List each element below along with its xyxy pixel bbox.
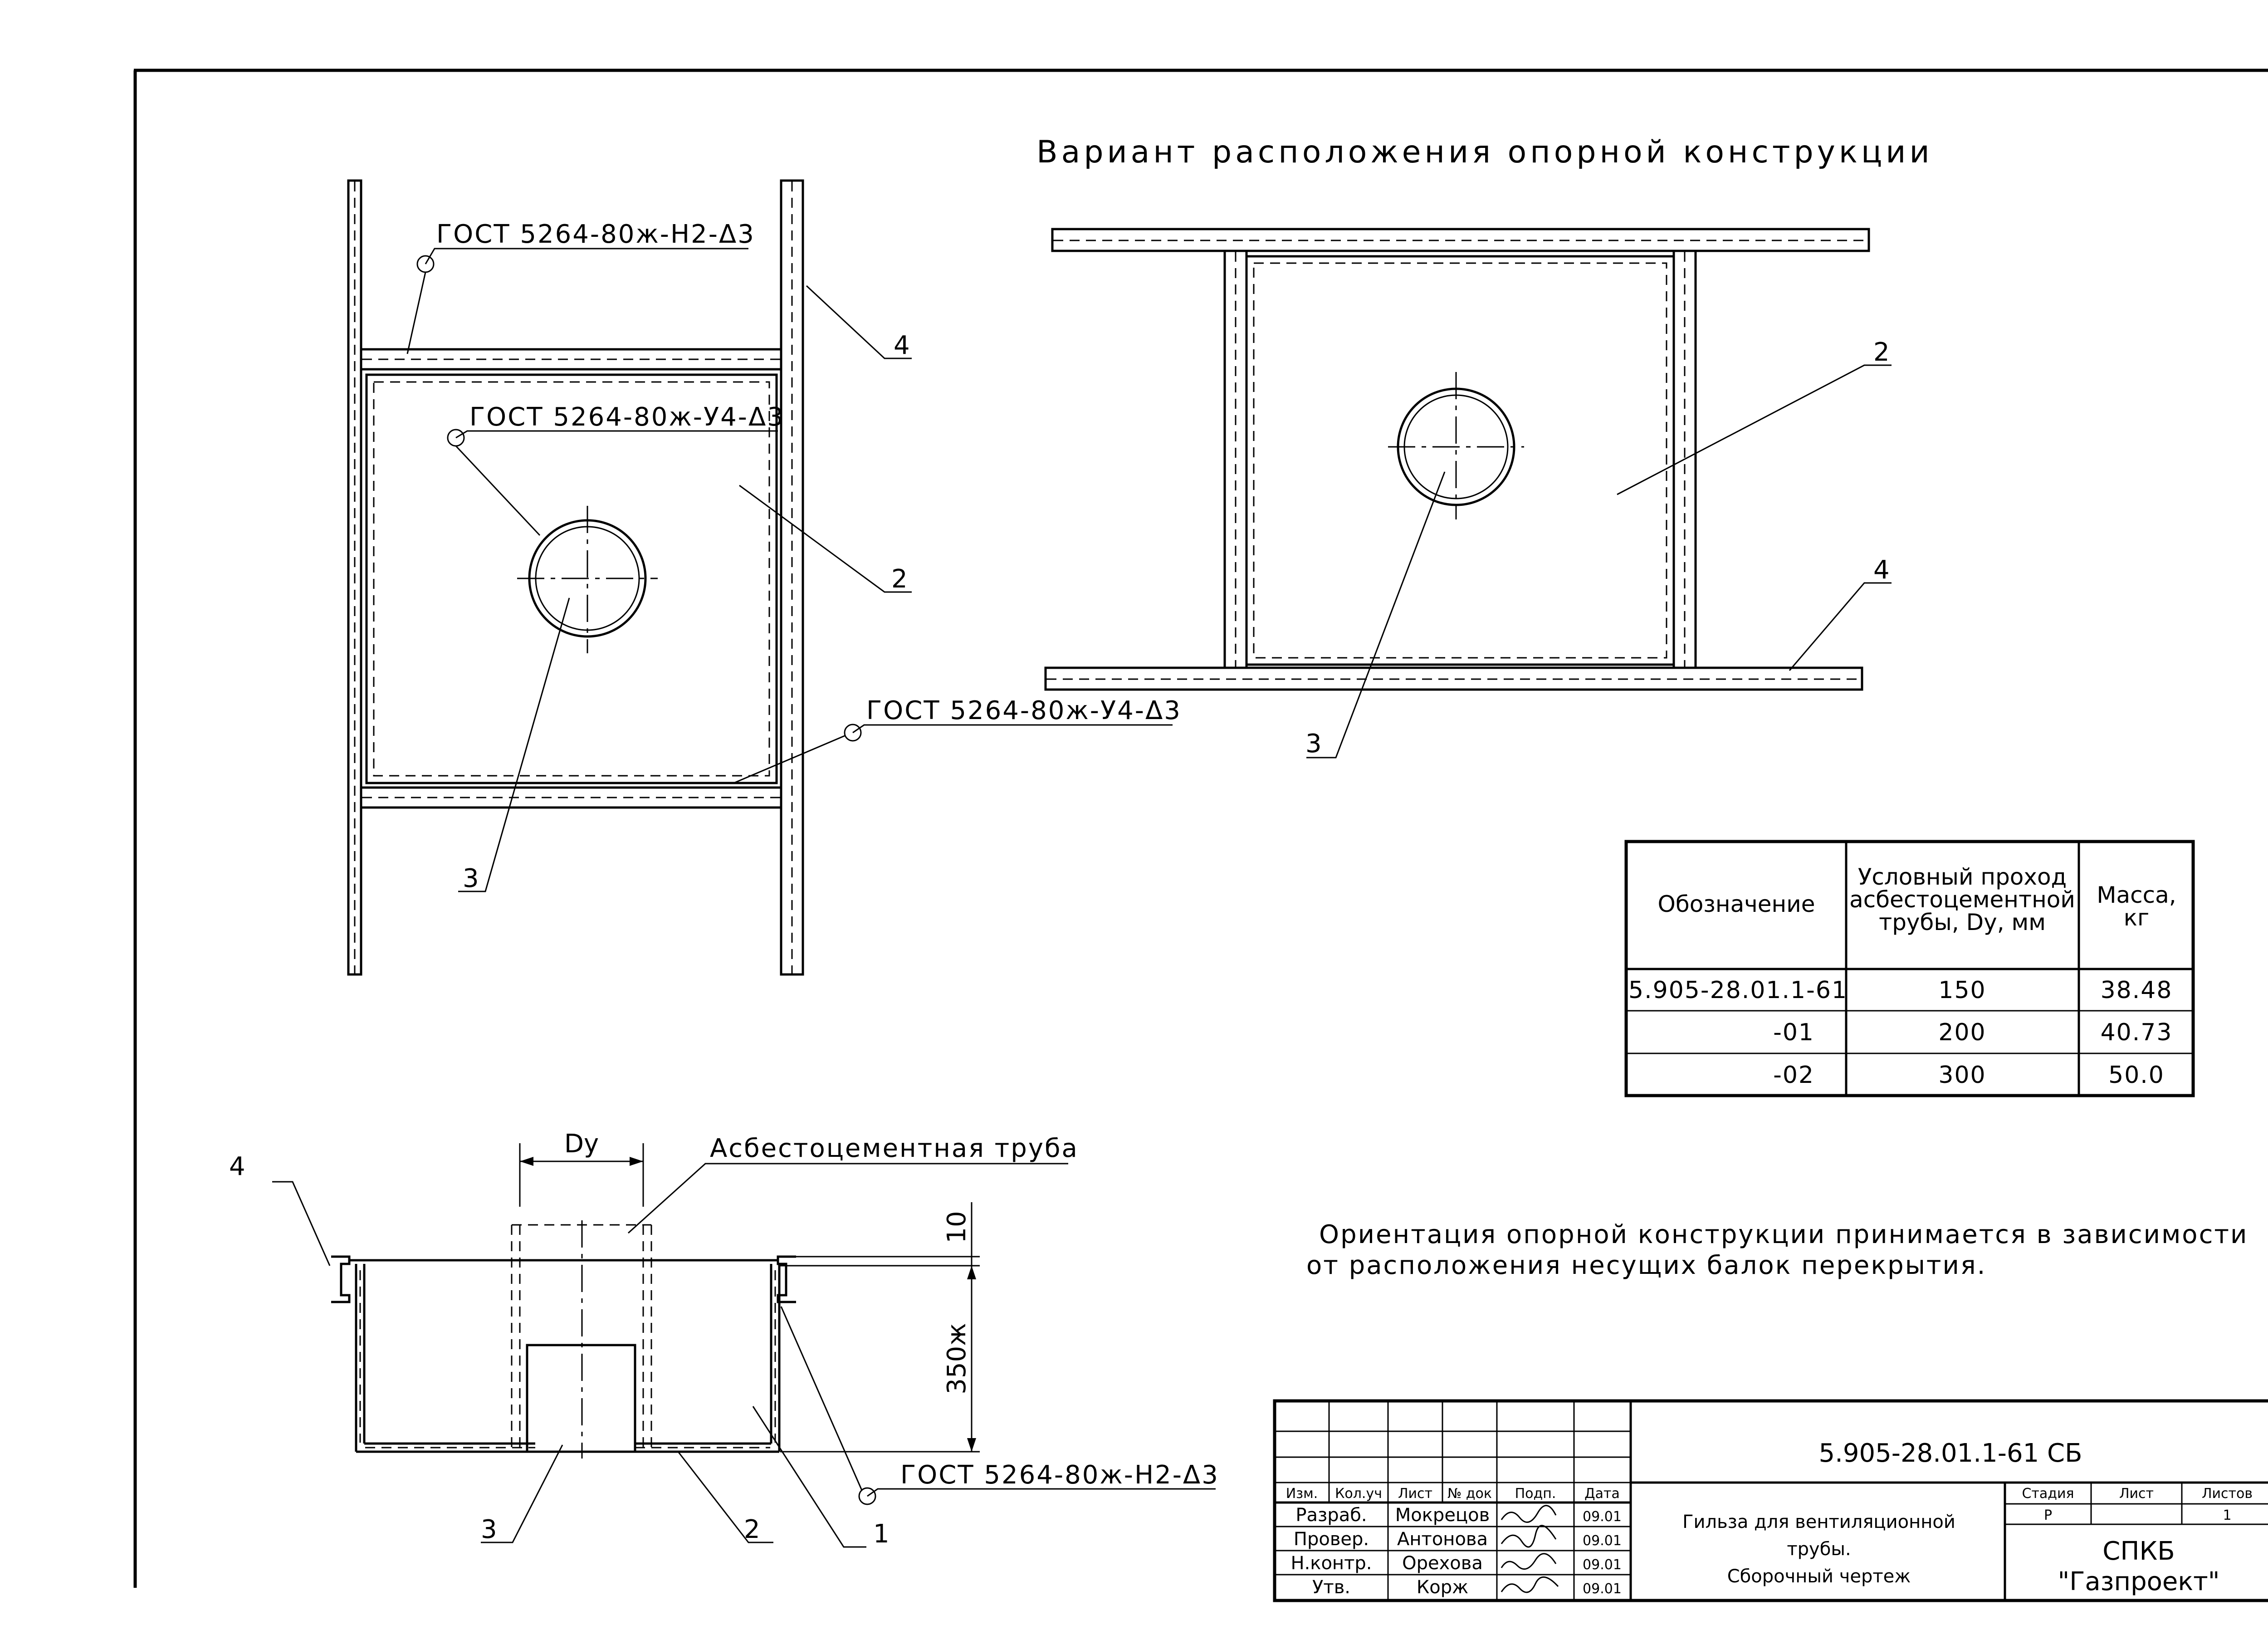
table-header-dy-2: асбестоцементной: [1849, 886, 2075, 913]
plan-pos-3: 3: [463, 864, 479, 893]
stamp-doc-line-1: Гильза для вентиляционной: [1682, 1512, 1955, 1532]
table-cell-dy-0: 150: [1938, 977, 1986, 1004]
table-header-designation: Обозначение: [1658, 891, 1815, 917]
stamp-date-3: 09.01: [1583, 1557, 1622, 1573]
stamp-role-2: Провер.: [1294, 1529, 1369, 1550]
table-cell-designation-1: -01: [1773, 1019, 1814, 1046]
table-cell-mass-1: 40.73: [2101, 1019, 2173, 1046]
table-cell-dy-1: 200: [1938, 1019, 1986, 1046]
stamp-sheets-value: 1: [2223, 1508, 2231, 1523]
stamp-col-izm: Изм.: [1286, 1486, 1318, 1502]
section-weld-label: ГОСТ 5264-80ж-Н2-Δ3: [900, 1460, 1219, 1490]
stamp-sheet-label: Лист: [2119, 1486, 2154, 1502]
stamp-col-podp: Подп.: [1515, 1486, 1556, 1502]
table-header-dy-1: Условный проход: [1858, 864, 2067, 890]
stamp-date-2: 09.01: [1583, 1533, 1622, 1549]
stamp-stage-label: Стадия: [2022, 1486, 2074, 1502]
stamp-code: 5.905-28.01.1-61 СБ: [1818, 1439, 2082, 1468]
sheet-frame: [133, 69, 2268, 1588]
stamp-org-line-2: "Газпроект": [2058, 1567, 2219, 1596]
plan-view: ГОСТ 5264-80ж-Н2-Δ3 ГОСТ 5264-80ж-У4-Δ3 …: [347, 179, 1182, 976]
dim-350: 350ж: [942, 1323, 972, 1394]
stamp-stage-value: Р: [2044, 1508, 2052, 1523]
stamp-name-1: Мокрецов: [1395, 1505, 1490, 1526]
variant-pos-3: 3: [1305, 729, 1322, 759]
stamp-col-ndok: № док: [1447, 1486, 1492, 1502]
table-cell-designation-0: 5.905-28.01.1-61: [1628, 977, 1848, 1004]
title-block: 5.905-28.01.1-61 СБ Изм. Кол.уч Лист № д…: [1273, 1399, 2268, 1602]
variant-pos-4: 4: [1873, 555, 1890, 585]
plan-pos-4: 4: [894, 331, 910, 360]
table-cell-dy-2: 300: [1938, 1062, 1986, 1089]
spec-table: Обозначение Условный проход асбестоцемен…: [1624, 840, 2195, 1097]
signature-3: [1501, 1553, 1557, 1570]
signature-2: [1501, 1525, 1557, 1548]
stamp-date-4: 09.01: [1583, 1581, 1622, 1597]
stamp-doc-line-3: Сборочный чертеж: [1727, 1566, 1911, 1587]
stamp-date-1: 09.01: [1583, 1509, 1622, 1525]
section-pos-4: 4: [229, 1152, 245, 1181]
stamp-col-kol: Кол.уч: [1335, 1486, 1382, 1502]
stamp-sheets-label: Листов: [2202, 1486, 2253, 1502]
stamp-role-3: Н.контр.: [1291, 1553, 1372, 1574]
section-pos-2: 2: [744, 1515, 760, 1544]
stamp-name-4: Корж: [1417, 1577, 1468, 1598]
weld-label-pipe: ГОСТ 5264-80ж-У4-Δ3: [469, 402, 785, 432]
orientation-note: Ориентация опорной конструкции принимает…: [1306, 1220, 2248, 1280]
stamp-org-line-1: СПКБ: [2102, 1537, 2175, 1566]
signature-4: [1501, 1576, 1559, 1593]
weld-label-top: ГОСТ 5264-80ж-Н2-Δ3: [436, 220, 755, 249]
weld-label-bottom: ГОСТ 5264-80ж-У4-Δ3: [866, 696, 1182, 725]
note-line-2: от расположения несущих балок перекрытия…: [1306, 1251, 1986, 1280]
dim-dy: Dy: [564, 1129, 599, 1159]
asbestos-pipe-label: Асбестоцементная труба: [710, 1134, 1079, 1163]
variant-pos-2: 2: [1873, 338, 1890, 367]
table-cell-mass-2: 50.0: [2108, 1062, 2165, 1089]
stamp-role-4: Утв.: [1312, 1577, 1350, 1598]
variant-title: Вариант расположения опорной конструкции: [1036, 134, 1933, 170]
variant-view: 2 4 3: [1044, 228, 1892, 759]
stamp-doc-line-2: трубы.: [1787, 1539, 1851, 1560]
table-header-dy-3: трубы, Dy, мм: [1879, 909, 2046, 935]
stamp-name-2: Антонова: [1397, 1529, 1488, 1550]
section-pos-3: 3: [481, 1515, 497, 1544]
section-pos-1: 1: [873, 1519, 890, 1549]
stamp-col-list: Лист: [1398, 1486, 1432, 1502]
note-line-1: Ориентация опорной конструкции принимает…: [1319, 1220, 2248, 1249]
plan-pos-2: 2: [891, 564, 908, 594]
stamp-name-3: Орехова: [1402, 1553, 1483, 1574]
stamp-role-1: Разраб.: [1295, 1505, 1367, 1526]
table-cell-designation-2: -02: [1773, 1062, 1814, 1089]
dim-10: 10: [942, 1211, 972, 1243]
stamp-col-data: Дата: [1584, 1486, 1620, 1502]
signature-1: [1501, 1505, 1557, 1523]
table-header-mass-1: Масса,: [2097, 882, 2176, 908]
table-cell-mass-0: 38.48: [2101, 977, 2173, 1004]
table-header-mass-2: кг: [2124, 905, 2149, 931]
section-view: Dy Асбестоцементная труба 10 350ж ГОСТ 5…: [229, 1129, 1219, 1549]
